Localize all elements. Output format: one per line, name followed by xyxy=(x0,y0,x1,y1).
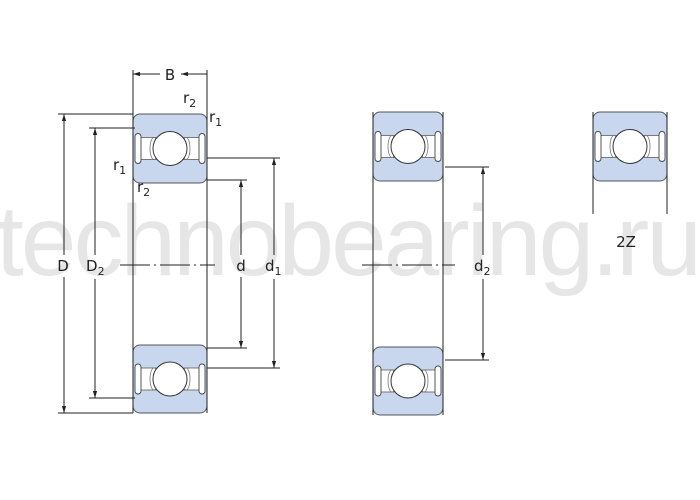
bearing-1-section-top xyxy=(132,113,208,184)
shield-left xyxy=(374,131,382,162)
label-D2: D2 xyxy=(86,257,105,278)
dimension-d: d xyxy=(207,179,247,349)
label-r1-bottom: r1 xyxy=(113,156,126,177)
shield-left xyxy=(134,133,142,164)
bearing-1-outline xyxy=(120,70,215,413)
ball xyxy=(152,131,188,166)
label-d: d xyxy=(236,257,246,275)
label-B: B xyxy=(165,66,175,84)
bearing-3-outline xyxy=(592,112,668,214)
bearing-3-section-top xyxy=(592,111,668,182)
label-d2: d2 xyxy=(474,257,491,278)
dimension-D: D xyxy=(57,113,133,414)
bearing-1-section-bottom xyxy=(132,344,208,414)
label-variant-2Z: 2Z xyxy=(616,233,636,251)
dimension-D2: D2 xyxy=(86,127,135,399)
shield-right xyxy=(434,365,442,397)
shield-left xyxy=(134,363,142,395)
dimension-d1: d1 xyxy=(207,157,282,369)
dimension-B: B xyxy=(133,66,207,84)
watermark: technobearing.ru xyxy=(0,185,700,297)
bearing-2-outline xyxy=(362,112,455,415)
shield-right xyxy=(198,363,206,395)
ball xyxy=(390,363,426,399)
shield-left xyxy=(594,131,602,162)
ball xyxy=(152,361,188,397)
dimension-d2: d2 xyxy=(445,166,491,361)
bearing-2-section-bottom xyxy=(372,346,444,416)
label-d1: d1 xyxy=(265,257,282,278)
label-r2-top: r2 xyxy=(183,89,196,110)
label-D: D xyxy=(57,257,69,275)
ball xyxy=(390,129,426,164)
bearing-2-section-top xyxy=(372,111,444,182)
ball xyxy=(612,129,648,164)
bearing-sections xyxy=(132,111,668,416)
label-r2-bottom: r2 xyxy=(137,178,150,199)
label-r1-top: r1 xyxy=(209,108,222,129)
shield-right xyxy=(434,131,442,162)
shield-left xyxy=(374,365,382,397)
shield-right xyxy=(198,133,206,164)
shield-right xyxy=(658,131,666,162)
